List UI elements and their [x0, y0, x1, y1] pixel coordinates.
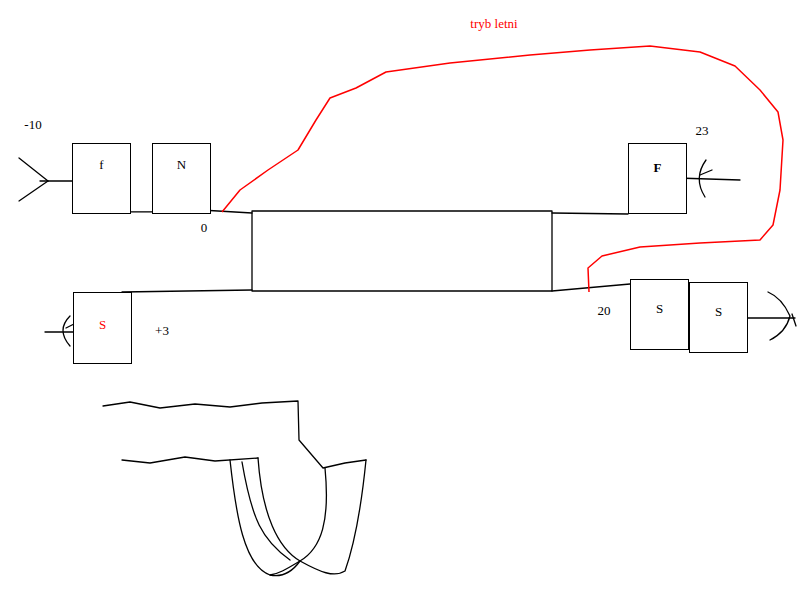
- temperature-label: +3: [154, 324, 170, 338]
- component-label: f: [73, 158, 130, 172]
- intake-symbol: [19, 158, 72, 201]
- component-label: S: [690, 305, 747, 319]
- component-label: S: [74, 318, 131, 332]
- connector-line: [131, 211, 152, 212]
- temperature-label: 23: [695, 124, 710, 138]
- heat-exchanger: [252, 211, 552, 291]
- duct-line: [122, 290, 252, 292]
- ground-pipe-sketch: [103, 401, 366, 576]
- component-box: F: [628, 143, 687, 214]
- component-box: f: [72, 143, 131, 214]
- component-box: N: [152, 143, 211, 214]
- component-box: S: [689, 282, 748, 353]
- duct-line: [552, 284, 630, 291]
- component-box: S: [73, 292, 132, 364]
- exhaust-symbol: [45, 316, 74, 346]
- component-label: N: [153, 158, 210, 172]
- temperature-label: 0: [200, 221, 209, 235]
- component-box: S: [630, 279, 689, 350]
- component-label: F: [629, 161, 686, 175]
- duct-line: [552, 213, 628, 214]
- temperature-label: -10: [23, 118, 42, 132]
- mode-label: tryb letni: [469, 17, 518, 31]
- bypass-line: [222, 46, 783, 292]
- temperature-label: 20: [597, 304, 612, 318]
- component-label: S: [631, 302, 688, 316]
